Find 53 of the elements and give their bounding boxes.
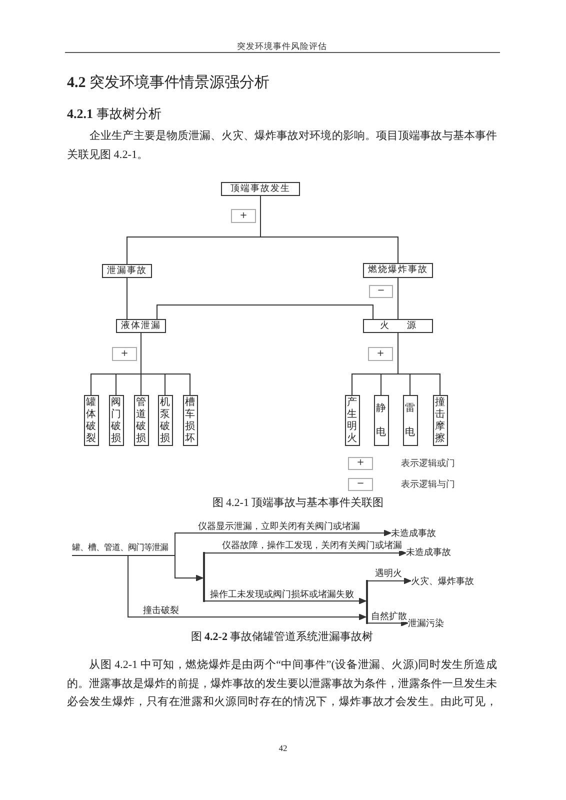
arrow: [204, 598, 366, 604]
gate-symbol: +: [368, 347, 393, 361]
outcome-text: 火灾、爆炸事故: [411, 575, 474, 587]
body-paragraph: 从图 4.2-1 中可知，燃烧爆炸是由两个“中间事件”(设备泄漏、火源)同时发生所造成的。泄露事故是爆炸的前提，爆炸事故的发生要以泄露事故为条件，泄露条件一旦发生未必会发生爆炸，只有在泄露和火源同时存在的情况下，爆炸事故才会发生。由此可见，: [67, 658, 497, 710]
connector-line: [140, 332, 190, 396]
outcome-text: 未造成事故: [391, 527, 436, 539]
figure-caption: 图 4.2-2 事故储罐管道系统泄漏事故树: [190, 631, 374, 644]
running-header: 突发环境事件风险评估: [237, 40, 327, 52]
event-box: 泄漏事故: [102, 264, 152, 278]
connector-line: [398, 332, 440, 396]
event-box: 静电: [374, 395, 388, 446]
section-heading: 4.2 突发环境事件情景源强分析: [67, 74, 270, 93]
event-box: 产生明火: [344, 395, 360, 446]
event-box: 液体泄漏: [116, 319, 166, 333]
event-box: 管道破损: [134, 395, 148, 446]
edge-label: 撞击破裂: [143, 605, 179, 616]
initiating-event-text: 罐、槽、管道、阀门等泄漏: [72, 541, 175, 556]
event-box: 燃烧爆炸事故: [363, 263, 433, 278]
arrow: [174, 530, 392, 550]
connector-line: [156, 304, 374, 320]
arrow: [368, 578, 412, 584]
gate-symbol: −: [348, 478, 373, 491]
gate-symbol: +: [348, 457, 373, 470]
arrow: [128, 556, 366, 620]
event-box: 雷电: [402, 395, 418, 446]
event-box: 槽车损坏: [182, 395, 198, 446]
arrow: [174, 548, 204, 582]
connector-line: [260, 196, 398, 264]
figure-caption: 图 4.2-1 顶端事故与基本事件关联图: [212, 497, 384, 510]
event-box: 罐体破裂: [84, 395, 98, 446]
edge-label: 遇明火: [375, 568, 402, 579]
arrow: [368, 620, 408, 626]
gate-symbol: +: [231, 209, 256, 223]
edge-label: 仪器显示泄漏，立即关闭有关阀门或堵漏: [198, 521, 360, 532]
event-box: 阀门破损: [108, 395, 124, 446]
legend-text: 表示逻辑与门: [401, 479, 455, 491]
edge-label: 仪器故障，操作工发现，关闭有关阀门或堵漏: [222, 540, 402, 551]
outcome-text: 未造成事故: [406, 546, 451, 558]
event-box: 撞击摩擦: [432, 395, 448, 446]
event-box: 机泵破损: [158, 395, 172, 446]
legend-text: 表示逻辑或门: [401, 458, 455, 470]
page-number: 42: [278, 743, 288, 754]
edge-label: 自然扩散: [371, 611, 407, 622]
event-box: 顶端事故发生: [221, 182, 300, 196]
connector-line: [126, 278, 128, 320]
outcome-text: 泄漏污染: [408, 617, 444, 629]
gate-symbol: −: [369, 285, 393, 298]
arrow: [204, 550, 406, 556]
event-box: 火源: [363, 319, 433, 333]
gate-symbol: +: [112, 347, 137, 361]
edge-label: 操作工未发现或阀门损坏或堵漏失败: [210, 589, 354, 600]
subsection-heading: 4.2.1 事故树分析: [67, 105, 162, 123]
body-paragraph: 企业生产主要是物质泄漏、火灾、爆炸事故对环境的影响。项目顶端事故与基本事件关联见图 4.2-1。: [67, 128, 497, 163]
